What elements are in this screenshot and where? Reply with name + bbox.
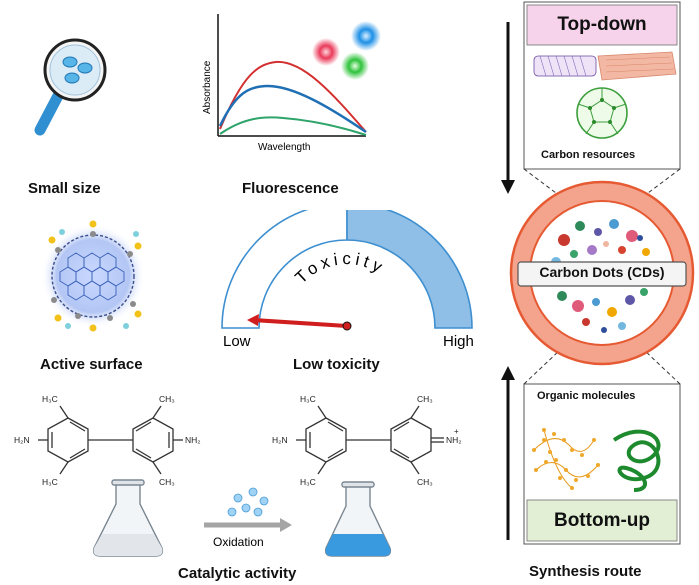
- fluorescence-plot: Absorbance Wavelength: [202, 14, 381, 153]
- caption-fluorescence: Fluorescence: [242, 180, 339, 197]
- gauge-needle: [252, 318, 348, 328]
- organic-molecules-label: Organic molecules: [537, 390, 636, 402]
- tmb-oxidation-reaction: H₃C H₃C CH₃ CH₃ H₂N NH₂ H₃C H₃C CH₃ CH₃ …: [14, 394, 462, 557]
- green-curve: [219, 116, 367, 136]
- flask-blue: [324, 481, 392, 557]
- magnifier-icon: [34, 38, 107, 136]
- right-h2n: H₂N: [272, 435, 288, 445]
- protein-coil-icon: [612, 429, 661, 492]
- carbon-resources-label: Carbon resources: [541, 149, 636, 161]
- right-ch3-bl: H₃C: [300, 477, 316, 487]
- gauge-low-label: Low: [223, 333, 251, 350]
- left-ch3-bl: H₃C: [42, 477, 58, 487]
- left-nh2: NH₂: [185, 435, 201, 445]
- synthesis-route-diagram: [501, 1, 695, 545]
- flask-clear: [92, 479, 164, 557]
- cds-label: Carbon Dots (CDs): [539, 264, 665, 280]
- right-ch3-tr: CH₃: [417, 394, 433, 404]
- carbon-dot-surface-icon: [41, 220, 145, 332]
- blue-curve: [218, 84, 367, 134]
- gauge-title: Toxicity: [291, 249, 385, 287]
- top-down-label: Top-down: [557, 14, 647, 35]
- toxicity-gauge: Toxicity Low High: [221, 210, 474, 350]
- red-curve: [219, 60, 367, 133]
- left-ch3-br: CH₃: [159, 477, 175, 487]
- plot-xlabel: Wavelength: [258, 142, 310, 153]
- svg-text:+: +: [454, 427, 459, 436]
- gauge-high-label: High: [443, 333, 474, 350]
- gauge-pivot: [342, 321, 352, 331]
- caption-active-surface: Active surface: [40, 356, 143, 373]
- plot-ylabel: Absorbance: [202, 60, 213, 114]
- arrow-label: Oxidation: [213, 535, 264, 549]
- bottom-up-label: Bottom-up: [553, 509, 651, 531]
- caption-synthesis-route: Synthesis route: [529, 563, 642, 580]
- gauge-needle-tip: [247, 314, 259, 326]
- arrow-down-icon: [501, 180, 515, 194]
- red-dot: [312, 38, 340, 66]
- left-ch3-tl: H₃C: [42, 394, 58, 404]
- left-ch3-tr: CH₃: [159, 394, 175, 404]
- caption-catalytic-activity: Catalytic activity: [178, 565, 297, 582]
- arrow-up-icon: [501, 366, 515, 380]
- cds-label-box: [517, 261, 687, 287]
- gauge-outline: [221, 210, 348, 329]
- svg-text:Toxicity: Toxicity: [291, 249, 389, 287]
- gauge-high-band: [346, 210, 473, 329]
- caption-small-size: Small size: [28, 180, 101, 197]
- caption-low-toxicity: Low toxicity: [293, 356, 380, 373]
- blue-dot: [351, 21, 381, 51]
- right-nh2-plus: NH₂: [446, 435, 462, 445]
- right-ch3-tl: H₃C: [300, 394, 316, 404]
- right-ch3-br: CH₃: [417, 477, 433, 487]
- green-dot: [341, 52, 369, 80]
- left-h2n: H₂N: [14, 435, 30, 445]
